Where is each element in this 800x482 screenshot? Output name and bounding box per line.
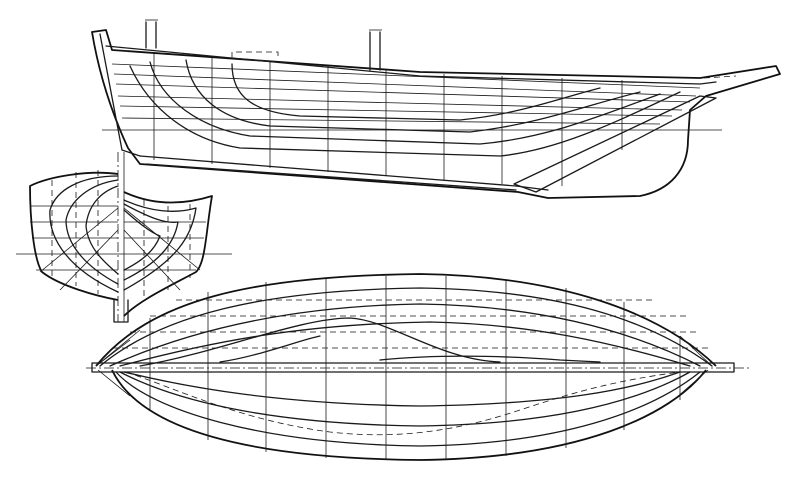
body-plan-grid bbox=[30, 170, 206, 300]
profile-sheer-inner bbox=[105, 45, 717, 85]
profile-hull-outline bbox=[91, 29, 781, 199]
half-breadth-deck-bottom bbox=[111, 369, 707, 461]
profile-mast-forward bbox=[145, 21, 157, 49]
body-plan-view bbox=[16, 152, 232, 323]
half-breadth-keel-bar bbox=[91, 362, 735, 373]
profile-mast-aft bbox=[369, 31, 381, 71]
half-breadth-deck-top bbox=[95, 273, 717, 367]
profile-buttocks bbox=[129, 59, 681, 157]
profile-keel bbox=[139, 155, 549, 191]
profile-deck-house bbox=[231, 51, 279, 60]
body-plan-keel bbox=[113, 299, 129, 323]
body-plan-aft-sections bbox=[123, 191, 213, 317]
profile-view bbox=[91, 19, 781, 199]
profile-stem bbox=[99, 33, 141, 157]
half-breadth-view bbox=[86, 273, 752, 461]
body-plan-diagonals bbox=[39, 207, 201, 291]
profile-skeg-bar bbox=[513, 95, 717, 193]
half-breadth-dashed-lines bbox=[112, 299, 710, 349]
body-plan-forward-sections bbox=[29, 171, 119, 301]
half-breadth-waterlines-lower bbox=[115, 371, 701, 447]
profile-keel-lower bbox=[145, 163, 517, 191]
profile-waterlines bbox=[111, 63, 701, 125]
profile-transom bbox=[703, 75, 737, 79]
body-plan-section-curves bbox=[49, 175, 197, 293]
half-breadth-waterlines-upper bbox=[99, 287, 713, 367]
half-breadth-end-lines bbox=[95, 329, 713, 399]
half-breadth-stations bbox=[149, 276, 681, 460]
profile-stations bbox=[153, 54, 623, 186]
